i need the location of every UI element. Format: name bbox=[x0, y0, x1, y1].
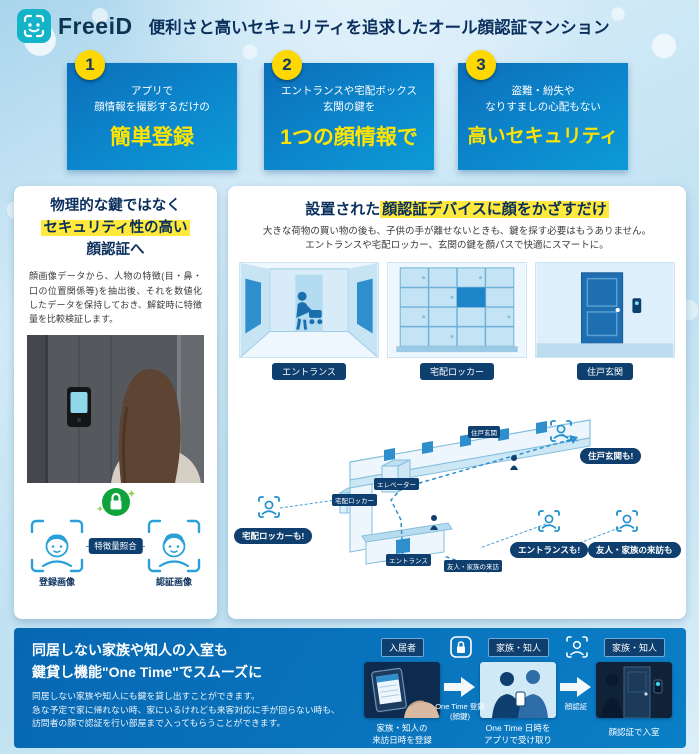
role-resident: 入居者 bbox=[381, 638, 425, 657]
arrow2-label: 顔認証 bbox=[564, 702, 588, 711]
arrow-right-icon bbox=[444, 677, 475, 697]
registered-image-caption: 登録画像 bbox=[38, 576, 75, 587]
left-card-body: 顔画像データから、人物の特徴(目・鼻・口の位置関係等)を抽出後、それを数値化した… bbox=[29, 271, 202, 325]
scene-caption-locker: 宅配ロッカー bbox=[419, 362, 494, 380]
one-time-flow: 入居者 家族・知人 家族・知人 bbox=[364, 632, 682, 748]
feature-number-badge: 1 bbox=[75, 50, 105, 80]
feature-text: アプリで bbox=[131, 85, 173, 97]
one-time-text: 同居しない家族や知人の入室も 鍵貸し機能"One Time"でスムーズに 同居し… bbox=[32, 640, 340, 731]
one-time-heading-line2: 鍵貸し機能"One Time"でスムーズに bbox=[32, 664, 263, 680]
step2-caption: One Time 日時を アプリで受け取り bbox=[468, 722, 568, 747]
plan-label-unit-door: 住戸玄関 bbox=[468, 426, 500, 438]
logo-text: FreeiD bbox=[58, 12, 133, 39]
heading-plain: 設置された bbox=[305, 201, 381, 218]
lock-icon bbox=[96, 487, 135, 516]
header: FreeiD 便利さと高いセキュリティを追求したオール顔認証マンション bbox=[16, 8, 610, 44]
usage-scenes: エントランス bbox=[228, 261, 686, 380]
face-auth-explainer-card: 物理的な鍵ではなく セキュリティ性の高い 顔認証へ 顔画像データから、人物の特徴… bbox=[14, 186, 217, 619]
arrow1-label-line1: One Time 登録 bbox=[435, 702, 485, 711]
arrow1-label: One Time 登録 (顔鍵) bbox=[414, 702, 506, 722]
heading-line: 顔認証へ bbox=[86, 241, 145, 258]
auth-face-icon bbox=[147, 519, 201, 573]
match-badge: 特徴量照合 bbox=[88, 537, 143, 554]
auth-image-caption: 認証画像 bbox=[155, 576, 192, 587]
register-visit-photo bbox=[364, 662, 440, 718]
plan-label-visitors: 友人・家族の来訪 bbox=[444, 560, 502, 572]
arrow-right-icon bbox=[560, 677, 591, 697]
one-time-section: 同居しない家族や知人の入室も 鍵貸し機能"One Time"でスムーズに 同居し… bbox=[14, 628, 686, 748]
entrance-illustration bbox=[239, 261, 379, 358]
plan-label-elevator: エレベーター bbox=[374, 478, 419, 490]
step1-caption-line2: 来訪日時を登録 bbox=[372, 735, 432, 746]
callout-unit-door: 住戸玄関も! bbox=[580, 448, 642, 464]
scene-caption-unit-door: 住戸玄関 bbox=[576, 362, 633, 380]
body-line: 同居しない家族や知人にも鍵を貸し出すことができます。 bbox=[32, 691, 260, 701]
feature-card-one-face: 2 エントランスや宅配ボックス 玄関の鍵を 1つの顔情報で bbox=[264, 50, 434, 170]
step2-caption-line2: アプリで受け取り bbox=[483, 735, 552, 746]
role-family-friend-2: 家族・知人 bbox=[604, 638, 666, 657]
face-scan-outline-icon bbox=[566, 636, 588, 658]
locker-illustration bbox=[387, 261, 527, 358]
receive-onetime-photo bbox=[480, 662, 556, 718]
lock-outline-icon bbox=[450, 636, 472, 658]
registered-face-icon bbox=[30, 519, 84, 573]
highlighted-text: セキュリティ性の高い bbox=[41, 219, 190, 236]
plan-label-locker: 宅配ロッカー bbox=[332, 494, 377, 506]
feature-text: なりすましの心配もない bbox=[485, 101, 601, 114]
highlighted-text: 顔認証デバイスに顔をかざすだけ bbox=[380, 201, 609, 218]
face-comparison-row: 特徴量照合 bbox=[14, 519, 217, 573]
feature-text: 盗難・紛失や bbox=[511, 85, 575, 97]
feature-text: エントランスや宅配ボックス bbox=[281, 85, 417, 97]
feature-highlight-text: 高いセキュリティ bbox=[467, 125, 619, 147]
step1-caption: 家族・知人の 来訪日時を登録 bbox=[352, 722, 452, 747]
feature-text: 玄関の鍵を bbox=[322, 101, 376, 114]
face-captions: 登録画像 認証画像 bbox=[14, 575, 217, 588]
scene-locker: 宅配ロッカー bbox=[387, 261, 527, 380]
feature-highlight-text: 1つの顔情報で bbox=[280, 125, 418, 149]
feature-highlight-text: 簡単登録 bbox=[110, 125, 194, 149]
face-scan-icon bbox=[538, 510, 560, 532]
body-line: 大きな荷物の買い物の後も、子供の手が離せないときも、鍵を探す必要はもうありません… bbox=[262, 226, 652, 237]
face-scan-icon bbox=[616, 510, 638, 532]
feature-text: 顔情報を撮影するだけの bbox=[94, 101, 210, 114]
scene-caption-entrance: エントランス bbox=[272, 362, 346, 380]
feature-card-easy-registration: 1 アプリで 顔情報を撮影するだけの 簡単登録 bbox=[67, 50, 237, 170]
one-time-body: 同居しない家族や知人にも鍵を貸し出すことができます。 急な予定で家に帰れない時、… bbox=[32, 690, 340, 731]
step1-caption-line1: 家族・知人の bbox=[376, 723, 428, 733]
callout-visitors: 友人・家族の来訪も bbox=[588, 542, 681, 558]
feature-number-badge: 2 bbox=[272, 50, 302, 80]
device-usage-card: 設置された顔認証デバイスに顔をかざすだけ 大きな荷物の買い物の後も、子供の手が離… bbox=[228, 186, 686, 619]
scene-unit-door: 住戸玄関 bbox=[535, 261, 675, 380]
door-entry-photo bbox=[596, 662, 672, 718]
right-card-body: 大きな荷物の買い物の後も、子供の手が離せないときも、鍵を探す必要はもうありません… bbox=[228, 225, 686, 254]
heading-line: セキュリティ性の高い bbox=[14, 218, 217, 240]
left-card-heading: 物理的な鍵ではなく セキュリティ性の高い 顔認証へ bbox=[14, 196, 217, 261]
body-line: 訪問者の顔で認証を行い部屋まで入ってもらうことができます。 bbox=[32, 718, 286, 729]
body-line: 急な予定で家に帰れない時、家にいるけれども来客対応に手が回らない時も、 bbox=[32, 704, 340, 715]
face-device-photo bbox=[27, 334, 204, 483]
feature-number-badge: 3 bbox=[466, 50, 496, 80]
page-title: 便利さと高いセキュリティを追求したオール顔認証マンション bbox=[148, 19, 610, 37]
floorplan-area: 住戸玄関 エレベーター 宅配ロッカー エントランス 友人・家族の来訪 宅配ロッカ… bbox=[228, 396, 686, 619]
face-scan-icon bbox=[550, 420, 572, 442]
one-time-heading-line1: 同居しない家族や知人の入室も bbox=[32, 642, 228, 658]
step2-caption-line1: One Time 日時を bbox=[485, 723, 551, 733]
feature-card-high-security: 3 盗難・紛失や なりすましの心配もない 高いセキュリティ bbox=[458, 50, 628, 170]
scene-entrance: エントランス bbox=[239, 261, 379, 380]
secure-lock-row bbox=[14, 486, 217, 518]
heading-line: 物理的な鍵ではなく bbox=[50, 198, 181, 214]
unit-door-illustration bbox=[535, 261, 675, 358]
freeid-logo-icon bbox=[17, 9, 51, 43]
step3-caption: 顔認証で入室 bbox=[608, 727, 660, 737]
arrow1-label-line2: (顔鍵) bbox=[450, 711, 470, 721]
callout-locker: 宅配ロッカーも! bbox=[234, 528, 313, 544]
freeid-logo: FreeiD bbox=[16, 8, 133, 44]
face-scan-icon bbox=[258, 496, 280, 518]
plan-label-entrance: エントランス bbox=[386, 554, 431, 566]
right-card-heading: 設置された顔認証デバイスに顔をかざすだけ bbox=[228, 198, 686, 219]
callout-entrance: エントランスも! bbox=[510, 542, 589, 558]
role-family-friend: 家族・知人 bbox=[488, 638, 550, 657]
body-line: エントランスや宅配ロッカー、玄関の鍵を顔パスで快適にスマートに。 bbox=[305, 240, 609, 252]
